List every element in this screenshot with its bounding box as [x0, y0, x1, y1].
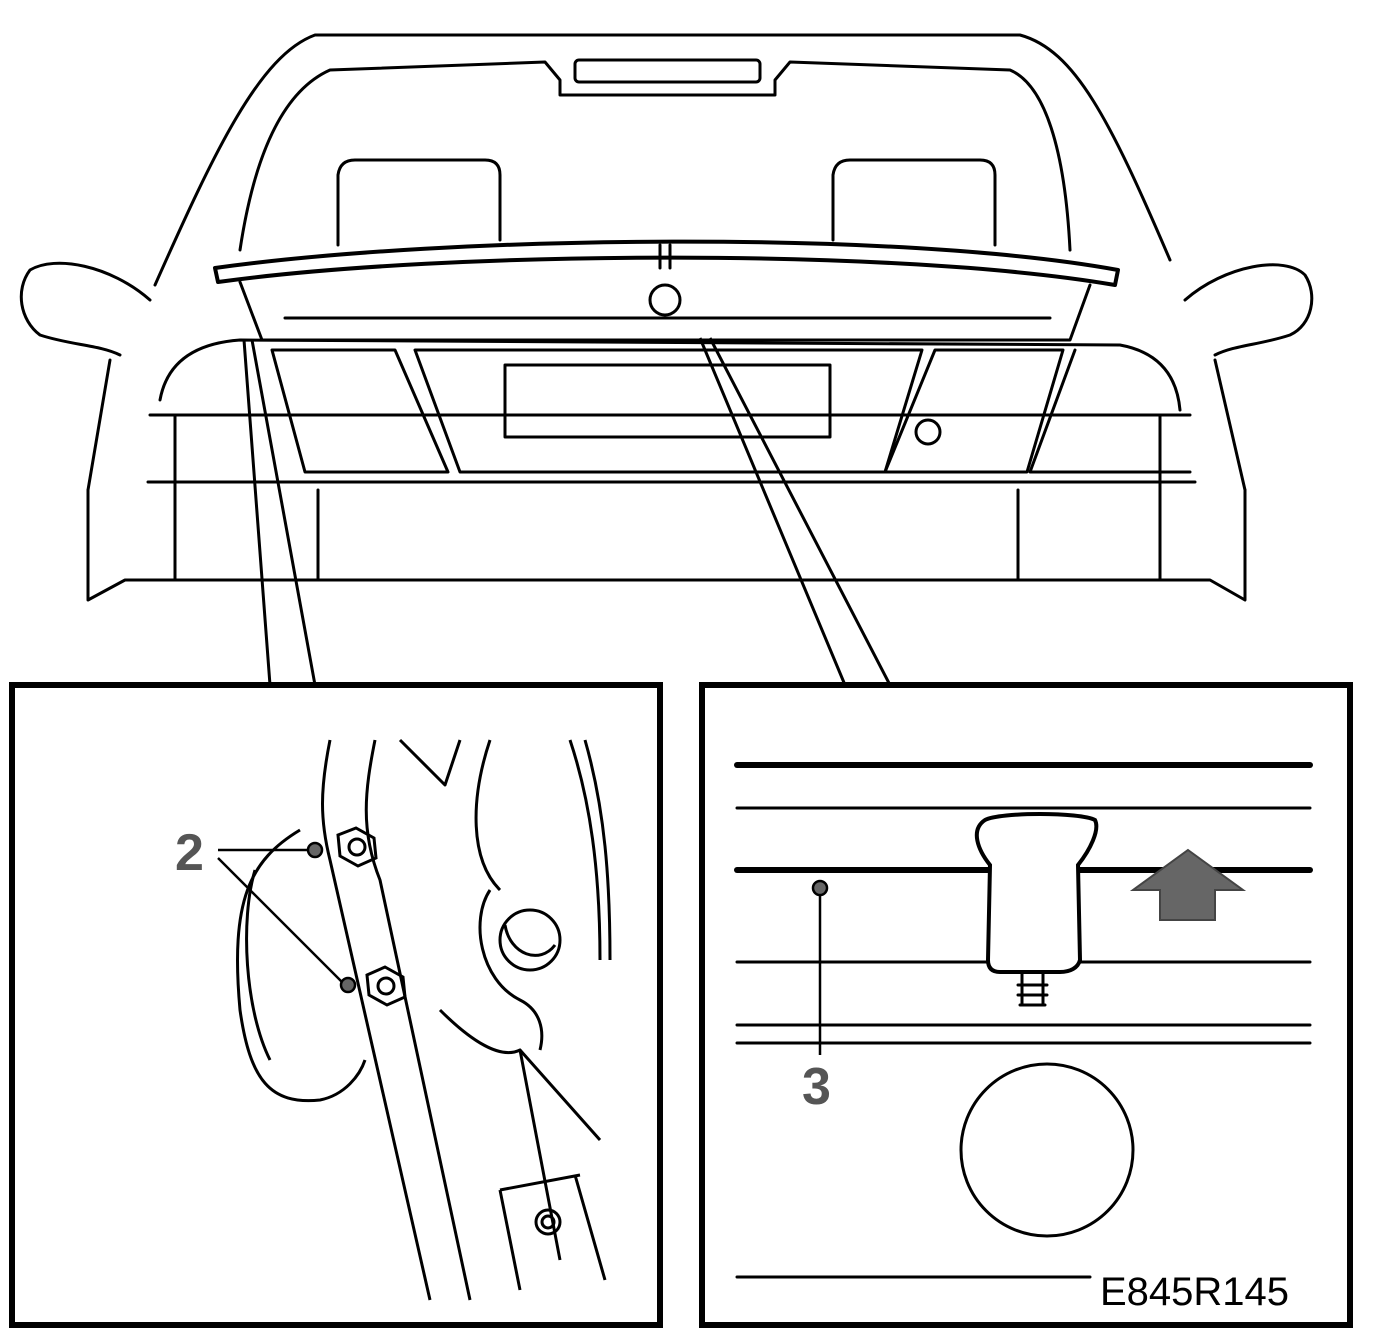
- mirror-left: [19, 261, 152, 357]
- leader-lines: [242, 337, 892, 686]
- trunk-lid: [238, 280, 1092, 342]
- striker-bolt: [534, 1208, 562, 1236]
- light-right: [883, 348, 1065, 474]
- up-arrow-icon: [1129, 848, 1247, 921]
- callout-3: 3: [802, 1058, 831, 1116]
- callout-3-leader: [811, 879, 829, 1055]
- bump-stop: [498, 908, 562, 972]
- light-left: [270, 348, 450, 474]
- rear-spoiler: [213, 239, 1120, 287]
- leader-right: [698, 337, 892, 686]
- license-plate: [503, 363, 832, 439]
- car-rear-overview: [19, 33, 1314, 602]
- leader-left: [242, 339, 317, 686]
- access-hole: [959, 1062, 1135, 1238]
- detail-hinge-panel: 2: [9, 682, 663, 1328]
- brake-light: [573, 58, 762, 84]
- body-outline: [153, 33, 1172, 287]
- figure-code: E845R145: [1100, 1270, 1289, 1314]
- rear-window: [238, 60, 1072, 252]
- detail-bump-stop-panel: 3 E845R145: [699, 682, 1353, 1328]
- hinge-nut-lower: [365, 965, 407, 1007]
- trunk-emblem: [648, 283, 682, 317]
- hinge-nut-upper: [336, 826, 378, 868]
- lock-cylinder: [914, 418, 942, 446]
- callout-2-leaders: [217, 841, 357, 994]
- plate-recess: [413, 348, 924, 474]
- headrest-right: [831, 158, 997, 247]
- rubber-bump-stop: [974, 812, 1099, 974]
- rear-panel: [158, 338, 1182, 412]
- adjust-thread: [1016, 970, 1049, 1007]
- rear-bumper: [86, 488, 1247, 602]
- mirror-right: [1183, 263, 1314, 357]
- panel-edge: [321, 739, 432, 1301]
- headrest-left: [336, 158, 502, 247]
- callout-2: 2: [175, 824, 204, 882]
- striker-bracket: [498, 1173, 607, 1291]
